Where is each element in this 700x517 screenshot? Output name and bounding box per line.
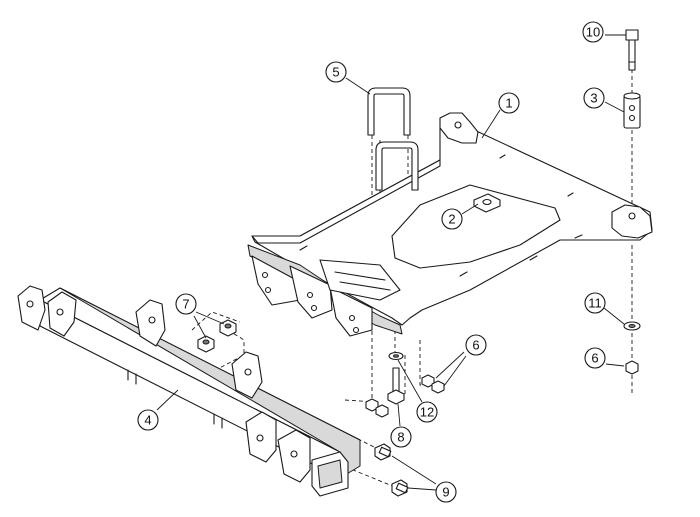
callout-11-label: 11 [588,296,602,311]
long-bolt [625,29,639,71]
callout-6-middle-label: 6 [472,338,479,353]
callout-12-label: 12 [420,405,434,420]
callout-5: 5 [325,61,347,83]
callout-8: 8 [390,426,412,448]
u-bolts [367,87,419,191]
callout-6-right: 6 [584,347,606,369]
callout-4-label: 4 [144,413,151,428]
callout-8-label: 8 [397,430,404,445]
callout-3-label: 3 [590,91,597,106]
callout-1-label: 1 [505,96,512,111]
callout-12: 12 [416,401,438,423]
callout-6-middle: 6 [465,334,487,356]
callout-4: 4 [137,409,159,431]
callout-7-label: 7 [182,297,189,312]
callout-6-right-label: 6 [591,351,598,366]
callout-2-label: 2 [448,212,455,227]
receiver-tube [17,285,361,497]
callout-10-label: 10 [586,25,600,40]
callout-7: 7 [175,293,197,315]
callout-9: 9 [435,481,457,503]
callout-5-label: 5 [332,65,339,80]
clamp-block [473,193,501,213]
callout-3: 3 [583,87,605,109]
callout-2: 2 [441,208,463,230]
callout-1: 1 [498,92,520,114]
callout-10: 10 [582,21,604,43]
leader-lines [156,34,626,491]
hardware [197,319,641,497]
spacer-block [623,92,641,129]
callout-11: 11 [584,292,606,314]
callout-9-label: 9 [442,485,449,500]
